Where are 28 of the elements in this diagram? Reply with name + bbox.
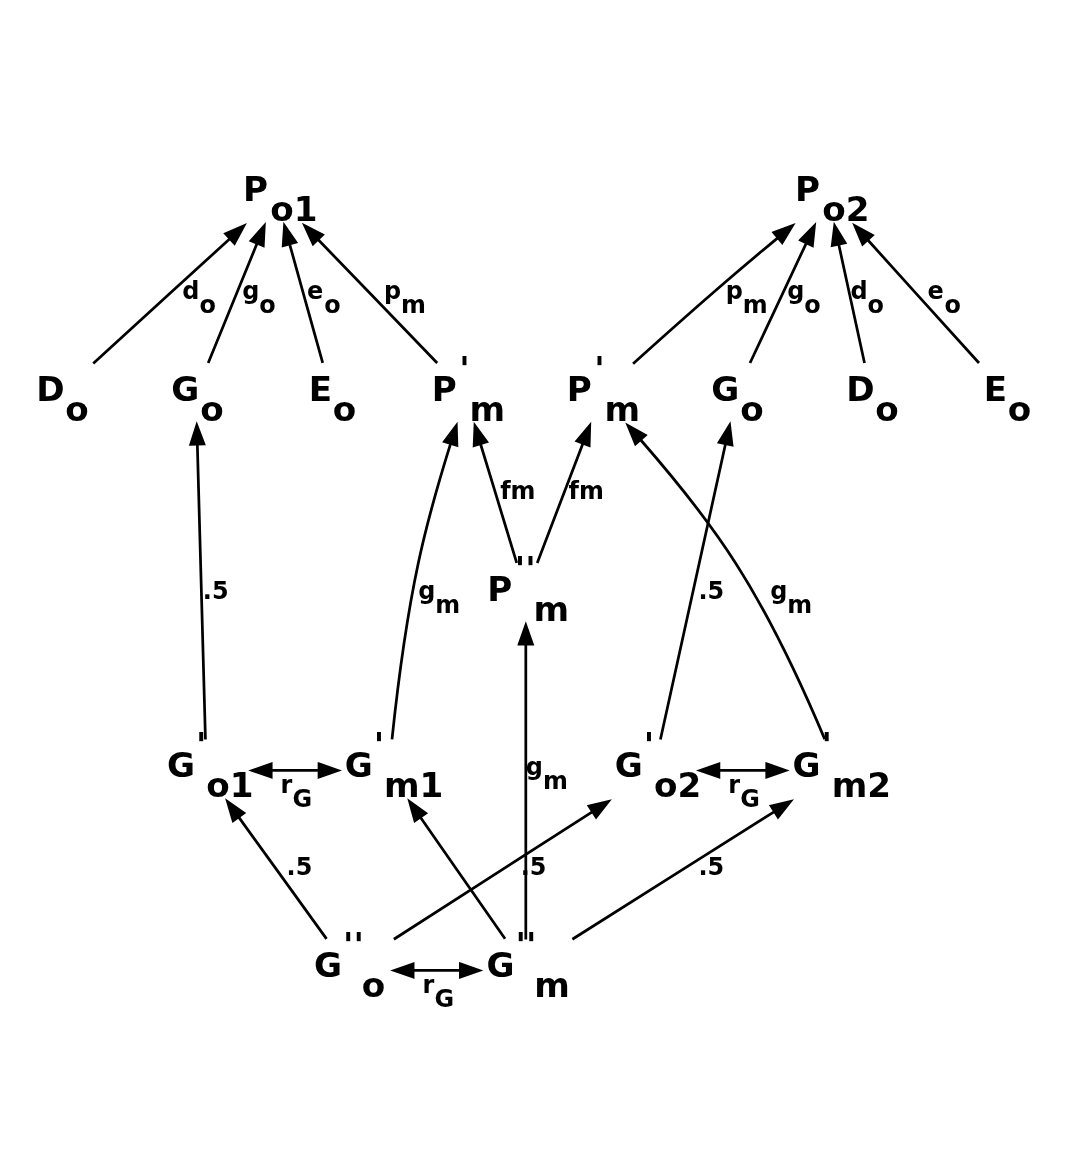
- arrow: [390, 961, 484, 979]
- edge-label: .5: [698, 577, 725, 606]
- arrow: [695, 761, 790, 779]
- arrow: [248, 761, 342, 779]
- edge-label: .5: [698, 853, 725, 882]
- arrow: [535, 421, 592, 564]
- arrow: [206, 221, 266, 364]
- arrow: [830, 221, 866, 364]
- arrow: [225, 798, 328, 940]
- arrow: [188, 421, 207, 740]
- arrow: [852, 222, 980, 364]
- edge-label: .5: [286, 853, 313, 882]
- edge-label: fm: [500, 477, 536, 506]
- arrow: [281, 221, 324, 364]
- arrow: [92, 223, 247, 365]
- arrow: [632, 223, 796, 365]
- arrow: [407, 798, 507, 940]
- arrow: [571, 799, 794, 941]
- arrow: [301, 222, 439, 364]
- arrow: [625, 422, 826, 740]
- arrow: [390, 421, 459, 740]
- arrow: [472, 421, 519, 564]
- arrow: [517, 621, 535, 940]
- arrow: [748, 222, 817, 364]
- arrow: [393, 799, 612, 941]
- edge-label: fm: [568, 477, 604, 506]
- edge-label: .5: [202, 577, 229, 606]
- arrow: [659, 421, 734, 740]
